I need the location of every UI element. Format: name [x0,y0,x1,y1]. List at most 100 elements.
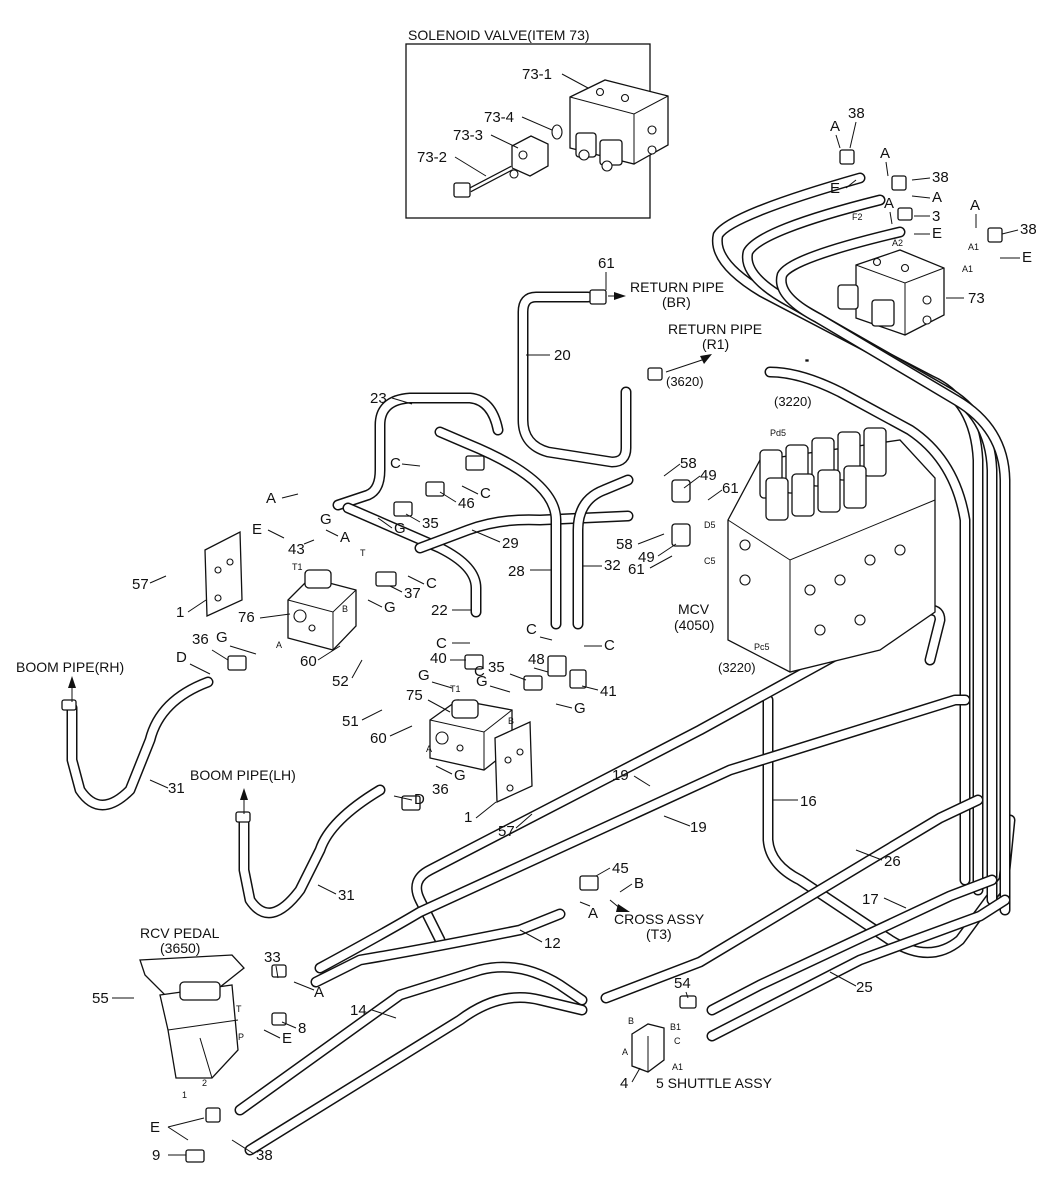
title-cross-assy-code: (T3) [646,926,672,942]
title-shuttle-assy: 5 SHUTTLE ASSY [656,1075,773,1091]
label-75: 75 [406,687,423,704]
label-38-c: 38 [1020,221,1037,238]
label-hose-25: 25 [856,979,873,996]
label-C-1: C [390,455,401,472]
label-hose-16: 16 [800,793,817,810]
label-54: 54 [674,975,691,992]
label-35-b: 35 [488,659,505,676]
label-G-5: G [476,673,488,690]
port-T-b: T [236,1004,242,1014]
label-C-6: C [604,637,615,654]
label-G-2: G [384,599,396,616]
port-F2: F2 [852,212,863,222]
label-A-8: A [588,905,598,922]
label-36-b: 36 [432,781,449,798]
label-43: 43 [288,541,305,558]
label-60-a: 60 [300,653,317,670]
title-mcv-code: (4050) [674,617,714,633]
label-61-a: 61 [598,255,615,272]
hose-layer [66,172,1016,1156]
label-hose-12: 12 [544,935,561,952]
label-E-1: E [830,180,840,197]
label-E-6: E [150,1119,160,1136]
label-G-6: G [574,700,586,717]
solenoid-valve-inset: SOLENOID VALVE(ITEM 73) 73-1 73-2 73-3 7… [405,27,669,219]
title-rcv-pedal-code: (3650) [160,940,200,956]
inset-title: SOLENOID VALVE(ITEM 73) [408,27,590,43]
title-mcv: MCV [678,601,710,617]
label-E-4: E [252,521,262,538]
label-hose-31-rh: 31 [168,780,185,797]
label-46: 46 [458,495,475,512]
label-35-a: 35 [422,515,439,532]
o-ring-73-4 [551,124,563,140]
title-return-r1: RETURN PIPE [668,321,762,337]
port-A1: A1 [962,264,973,274]
label-9: 9 [152,1147,160,1164]
label-D-1: D [176,649,187,666]
label-C-5: C [526,621,537,638]
rcv-pedal [139,954,245,1079]
bracket-1-upper [204,530,243,617]
port-P: P [238,1032,244,1042]
label-A-7: A [340,529,350,546]
label-hose-23: 23 [370,390,387,407]
label-hose-19-a: 19 [612,767,629,784]
label-38-a: 38 [848,105,865,122]
label-55: 55 [92,990,109,1007]
label-G-1: G [394,520,406,537]
fittings [61,149,1003,1163]
label-73-4: 73-4 [484,109,514,126]
port-B-shuttle: B [628,1016,634,1026]
port-A1-valve: A1 [968,242,979,252]
port-Pc5: Pc5 [754,642,770,652]
port-A-shuttle: A [622,1047,628,1057]
mcv-block [727,359,936,673]
port-A1-shuttle: A1 [672,1062,683,1072]
port-B1: B1 [670,1022,681,1032]
label-A-2: A [880,145,890,162]
title-cross-assy: CROSS ASSY [614,911,705,927]
label-E-5: E [282,1030,292,1047]
title-boom-lh: BOOM PIPE(LH) [190,767,296,783]
label-G-3: G [216,629,228,646]
label-hose-14: 14 [350,1002,367,1019]
arrows [68,292,712,912]
hose-20 [517,291,632,468]
label-38-d: 38 [256,1147,273,1164]
label-C-7: C [474,663,485,680]
label-hose-19-b: 19 [690,819,707,836]
label-C-4: C [436,635,447,652]
hose-31-lh [238,784,386,919]
label-73-1: 73-1 [522,66,552,83]
label-hose-29: 29 [502,535,519,552]
port-A2: A2 [892,238,903,248]
label-40: 40 [430,650,447,667]
ref-3620: (3620) [666,374,704,389]
label-G-7: G [454,767,466,784]
label-61-b: 61 [722,480,739,497]
label-A-5: A [970,197,980,214]
port-2: 2 [202,1078,207,1088]
port-D5: D5 [704,520,716,530]
label-E-2: E [932,225,942,242]
port-B-b: B [508,716,514,726]
port-T1-a: T1 [292,562,303,572]
title-boom-rh: BOOM PIPE(RH) [16,659,124,675]
label-B: B [634,875,644,892]
label-8: 8 [298,1020,306,1037]
label-hose-26: 26 [884,853,901,870]
label-hose-32: 32 [604,557,621,574]
callouts: RETURN PIPE (BR) RETURN PIPE (R1) MCV (4… [16,105,1037,1164]
label-61-c: 61 [628,561,645,578]
hose-31-rh [66,676,214,811]
port-B-a: B [342,604,348,614]
label-73-3: 73-3 [453,127,483,144]
label-36-a: 36 [192,631,209,648]
arrow-cross-assy [616,904,630,912]
label-G-8: G [320,511,332,528]
port-A-a: A [276,640,282,650]
label-3: 3 [932,208,940,225]
title-return-r1-code: (R1) [702,336,729,352]
